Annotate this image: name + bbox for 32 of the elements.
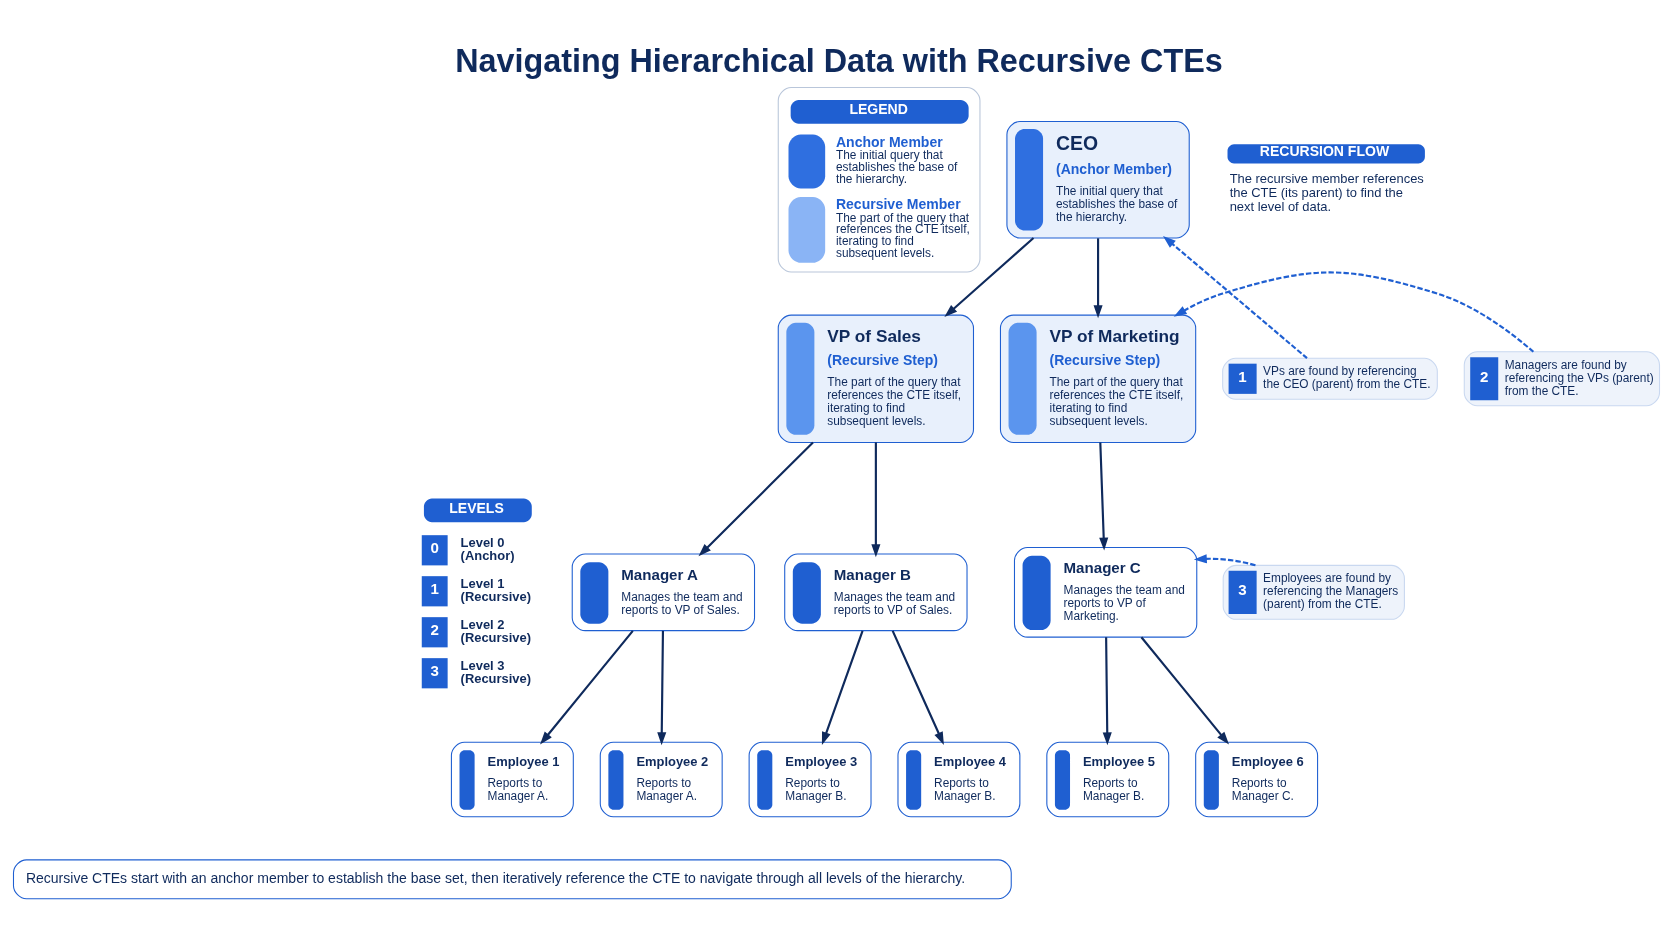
arrow <box>1162 235 1308 359</box>
label: Level 0 (Anchor) <box>460 534 514 563</box>
arrow <box>656 630 666 745</box>
arrow <box>1193 553 1256 566</box>
label: Level 3 (Recursive) <box>460 657 531 686</box>
label: 1 <box>429 579 439 597</box>
arrow <box>1140 636 1229 745</box>
label: 3 <box>429 661 439 679</box>
label: Level 1 (Recursive) <box>460 575 531 604</box>
arrow <box>698 441 814 556</box>
arrow <box>870 441 880 557</box>
label: The initial query that establishes the base of the hierarchy. <box>835 147 957 186</box>
legend-label: Anchor Member <box>835 133 943 150</box>
label: LEGEND <box>848 100 908 117</box>
label: Level 2 (Recursive) <box>460 616 531 645</box>
arrow <box>943 236 1034 317</box>
caption: Recursive CTEs start with an anchor member to establish the base set, then iteratively reference the CTE to navigate through all levels of the hierarchy. <box>25 869 965 886</box>
arrow <box>539 629 634 744</box>
arrow <box>1098 441 1108 551</box>
arrow <box>1093 237 1103 318</box>
label: The part of the query that references the CTE itself, iterating to find subsequent levels. <box>835 210 970 260</box>
arrow <box>891 629 944 745</box>
label: 2 <box>429 620 439 638</box>
legend-label: Recursive Member <box>835 195 961 212</box>
label: The recursive member references the CTE (its parent) to find the next level of data. <box>1229 170 1424 214</box>
diagram-title: Navigating Hierarchical Data with Recursive CTEs <box>454 42 1223 79</box>
label: 0 <box>429 538 439 556</box>
arrow <box>1173 270 1534 353</box>
label: RECURSION FLOW <box>1259 142 1389 159</box>
label: LEVELS <box>448 499 504 516</box>
arrow <box>821 630 864 745</box>
arrow <box>1102 636 1112 745</box>
